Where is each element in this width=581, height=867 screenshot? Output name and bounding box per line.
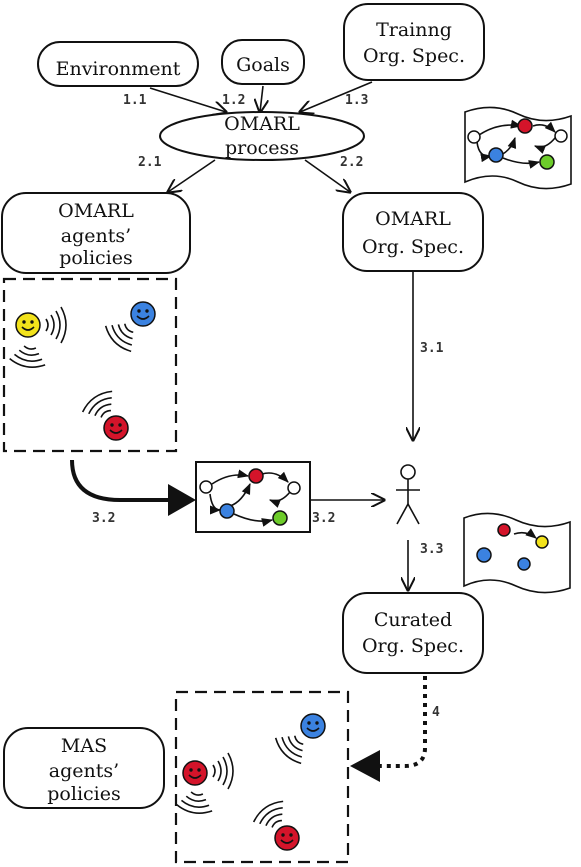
yellow-agent [8,306,67,371]
organization-graph-icon [195,461,311,533]
environment-node: Environment [37,41,199,87]
edge-label-1-1: 1.1 [123,93,147,108]
arrow-1-1 [149,87,226,112]
signal-waves-icon [175,789,216,817]
arrow-2-2 [304,159,350,192]
curated-spec-line2: Org. Spec. [362,635,464,657]
training-spec-line2: Org. Spec. [363,45,465,67]
signal-waves-icon [212,752,234,790]
arrow-4 [378,676,427,768]
goals-node: Goals [221,39,305,85]
omarl-process-node: OMARL process [159,111,365,161]
edge-label-1-2: 1.2 [222,93,245,108]
omarl-agents-group [2,277,178,453]
training-spec-line1: Trainng [376,19,452,41]
mas-policies-line3: policies [47,783,120,805]
arrow-4-head [350,750,380,782]
smiley-face-icon [15,312,41,338]
curated-spec-node: Curated Org. Spec. [342,592,484,674]
mas-policies-line1: MAS [61,735,107,757]
omarl-policies-line2: agents’ [61,225,131,247]
omarl-spec-node: OMARL Org. Spec. [342,192,484,272]
mas-policies-node: MAS agents’ policies [3,727,165,809]
curated-spec-line1: Curated [374,609,452,631]
edge-label-3-1: 3.1 [420,341,444,356]
edge-label-2-2: 2.2 [340,155,363,170]
smiley-face-icon [103,415,129,441]
smiley-face-icon [182,760,208,786]
arrow-3-2-thick [70,459,172,502]
training-spec-node: Trainng Org. Spec. [343,3,485,81]
edge-label-1-3: 1.3 [345,93,368,108]
blue-agent [101,301,156,356]
stick-figure-icon [396,464,420,525]
edge-label-3-2-right: 3.2 [312,511,335,526]
environment-label: Environment [56,58,181,80]
omarl-policies-line1: OMARL [58,200,134,222]
goals-label: Goals [236,54,290,76]
document-scroll-icon [464,106,572,190]
document-scroll-icon [463,512,571,594]
omarl-policies-node: OMARL agents’ policies [1,192,191,274]
signal-waves-icon [8,343,49,371]
smiley-face-icon [300,713,326,739]
arrow-1-2 [260,85,263,112]
mas-agents-group [174,690,350,864]
omarl-process-line2: process [225,137,299,159]
mas-policies-line2: agents’ [49,760,119,782]
blue-agent-bottom [271,713,326,768]
arrow-1-3 [300,81,373,112]
arrow-3-2-head [168,484,196,516]
signal-waves-icon [45,306,67,344]
omarl-process-line1: OMARL [224,113,300,135]
smiley-face-icon [130,301,156,327]
edge-label-3-3: 3.3 [420,542,443,557]
edge-label-4: 4 [432,705,440,720]
edge-label-3-2-left: 3.2 [92,511,115,526]
arrow-2-1 [168,159,216,192]
edge-label-2-1: 2.1 [138,155,162,170]
omarl-policies-line3: policies [59,247,132,269]
red-agent [78,386,129,441]
omarl-spec-line2: Org. Spec. [362,236,464,258]
red-agent-left [175,752,234,817]
omarl-spec-line1: OMARL [375,208,451,230]
red-agent-bottom [249,796,300,851]
smiley-face-icon [274,825,300,851]
